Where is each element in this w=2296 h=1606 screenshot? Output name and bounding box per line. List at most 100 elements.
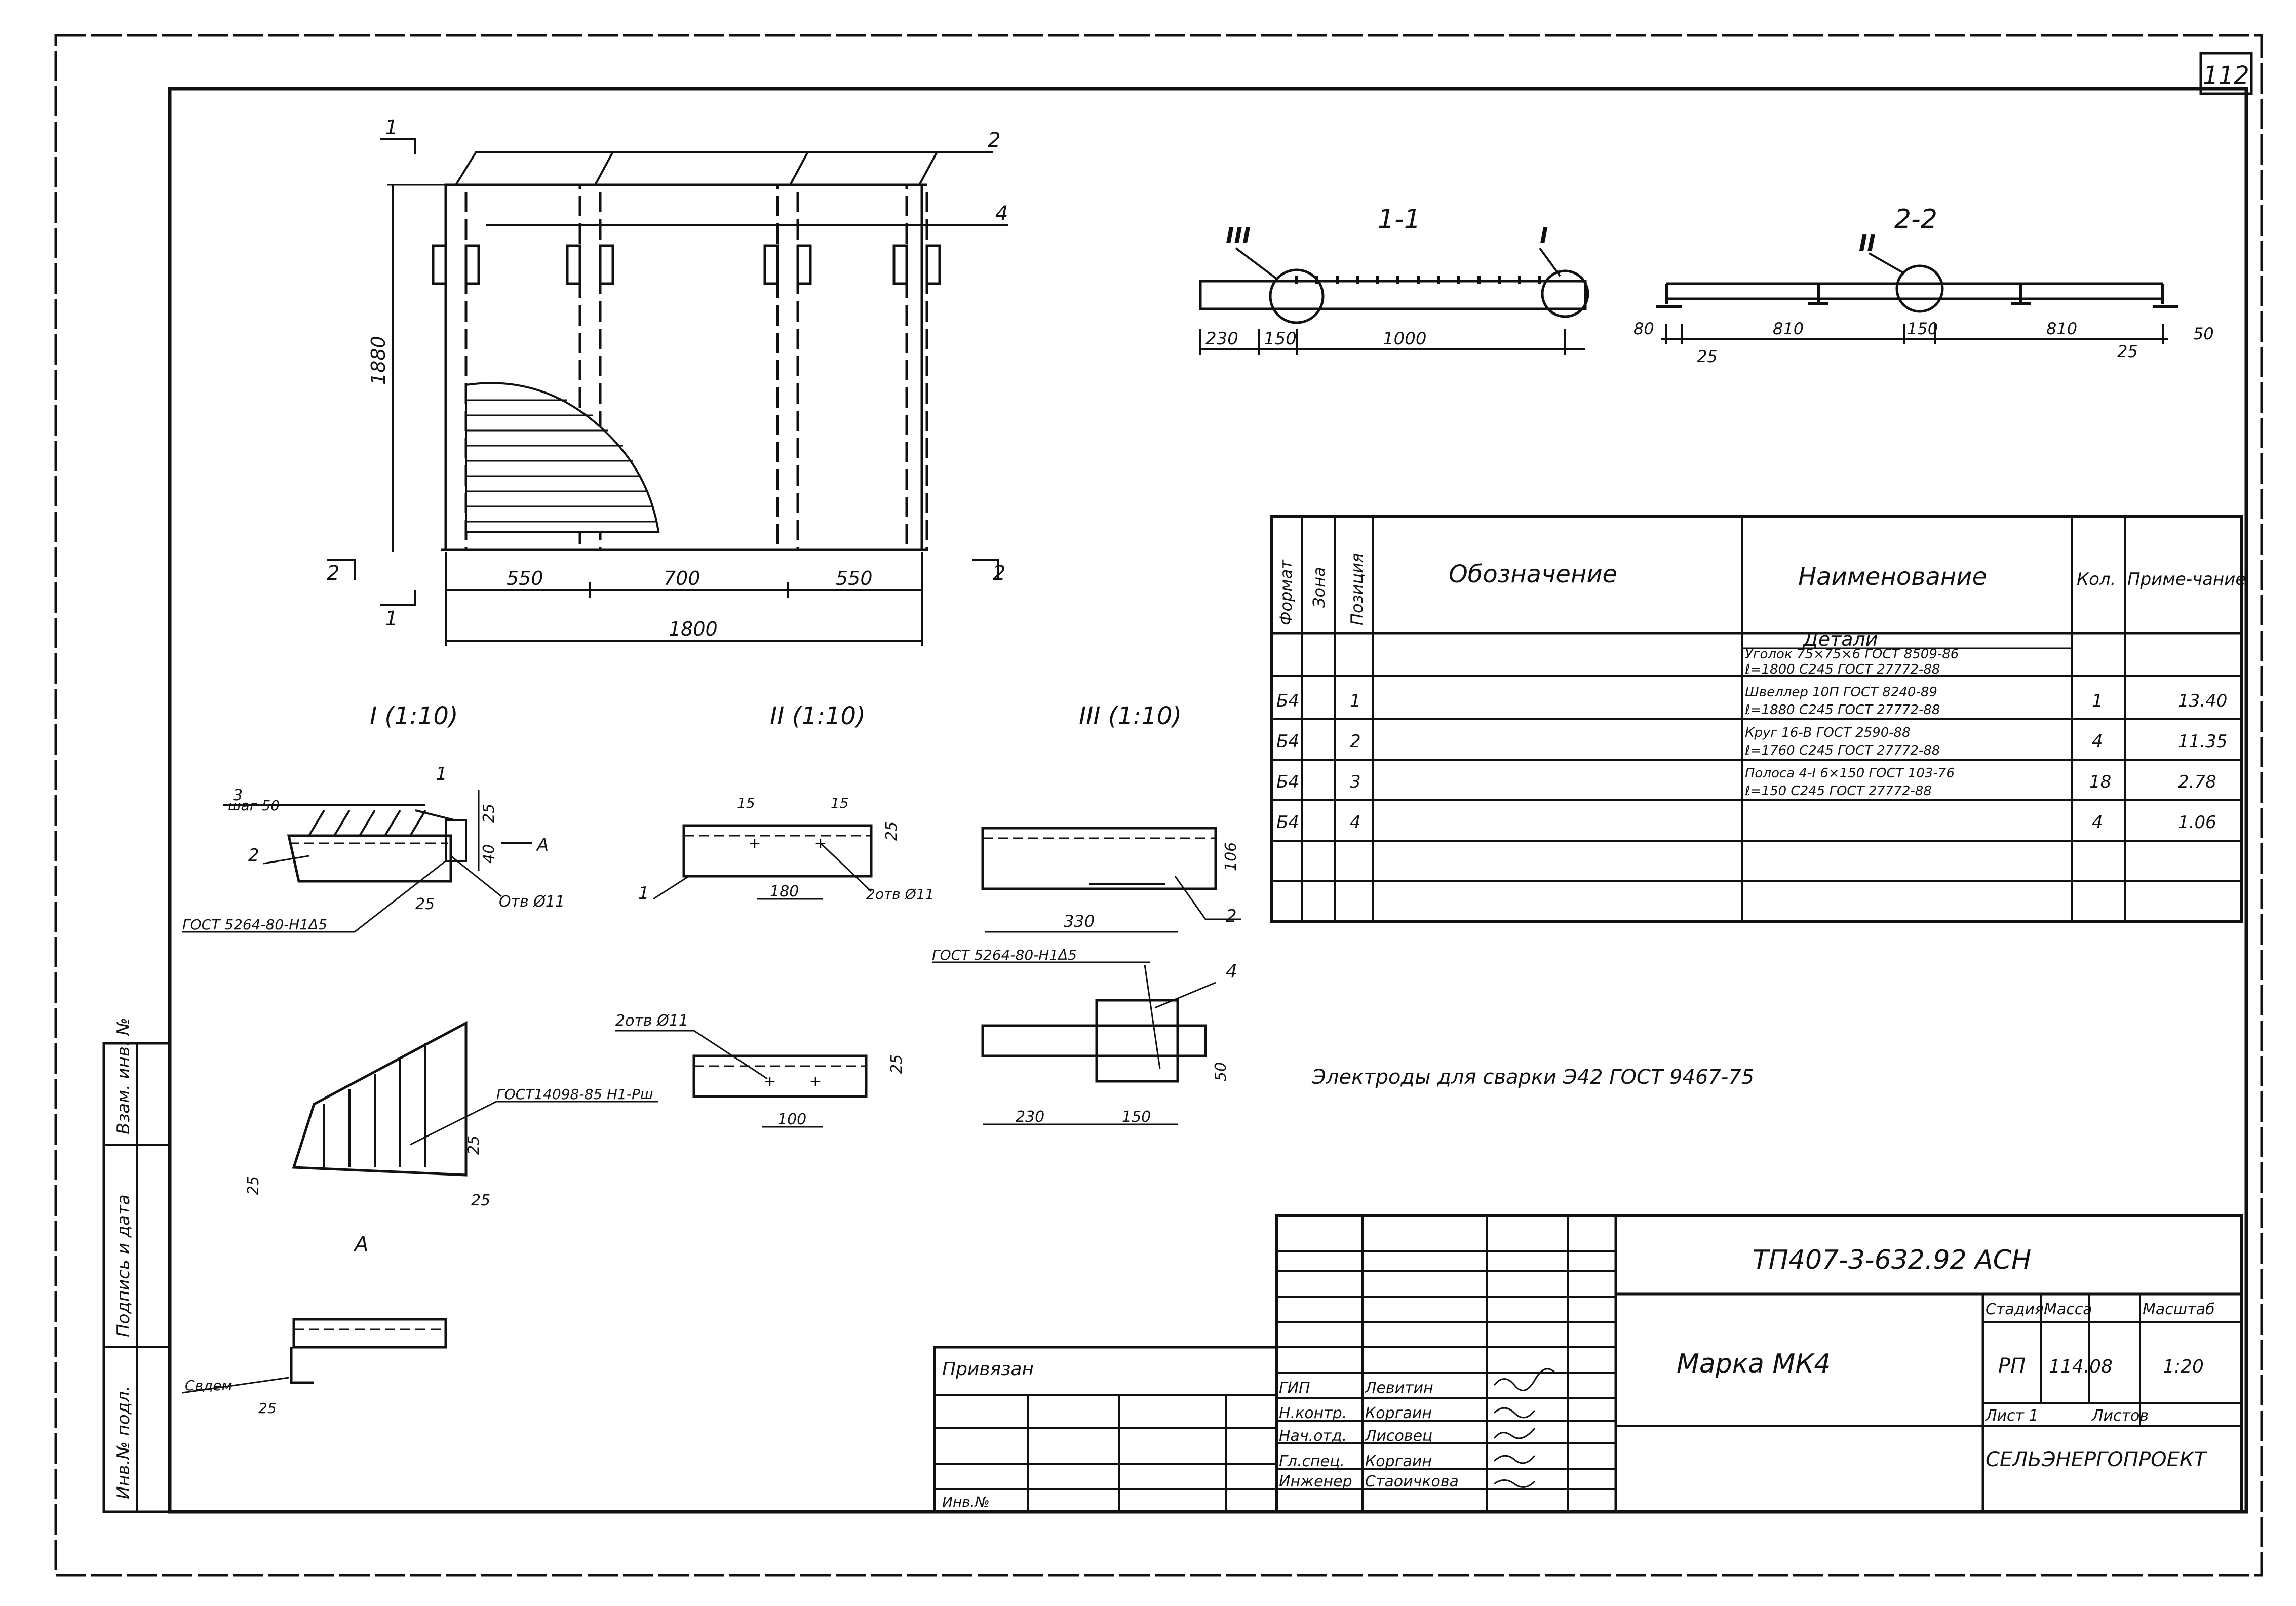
detail-I-weld: ГОСТ 5264-80-Н1Δ5 — [182, 916, 327, 933]
plate-view-dim-50: 50 — [1212, 1062, 1230, 1081]
svg-text:Полоса 4-I 6×150 ГОСТ 103-76: Полоса 4-I 6×150 ГОСТ 103-76 — [1745, 766, 1955, 781]
svg-text:Уголок 75×75×6 ГОСТ 8509-86: Уголок 75×75×6 ГОСТ 8509-86 — [1745, 647, 1959, 662]
view-A-weld: ГОСТ14098-85 Н1-Рш — [496, 1086, 653, 1103]
holes-view-label: 2отв Ø11 — [615, 1012, 688, 1030]
svg-text:2: 2 — [1350, 731, 1361, 752]
plate-view-pos-4: 4 — [1226, 961, 1237, 982]
svg-text:ℓ=1800 С245 ГОСТ 27772-88: ℓ=1800 С245 ГОСТ 27772-88 — [1744, 662, 1940, 677]
view-A-title: A — [353, 1233, 368, 1256]
plan-dim-550b: 550 — [836, 567, 873, 590]
detail-III-pos-2: 2 — [1226, 906, 1237, 926]
plan-cut-2-right: 2 — [993, 562, 1005, 585]
svg-text:Левитин: Левитин — [1365, 1379, 1433, 1397]
svg-text:2.78: 2.78 — [2178, 772, 2216, 792]
scale-value: 1:20 — [2163, 1356, 2204, 1377]
signature-row: Нач.отд. Лисовец — [1279, 1427, 1432, 1445]
plan-dim-total: 1800 — [669, 618, 718, 640]
signature-scribbles — [1493, 1368, 1556, 1488]
detail-II-dim-15a: 15 — [737, 795, 755, 811]
spec-row: Б4 2 Швеллер 10П ГОСТ 8240-89 ℓ=1880 С24… — [1276, 685, 2227, 752]
sheet-number: 112 — [2203, 61, 2249, 90]
holes-view-hole-1: + — [763, 1073, 776, 1090]
detail-I-pos-2: 2 — [248, 845, 259, 866]
plan-height-dim: 1880 — [367, 336, 390, 385]
svg-text:Стаоичкова: Стаоичкова — [1365, 1473, 1459, 1491]
svg-text:Коргаин: Коргаин — [1365, 1404, 1432, 1422]
svg-text:Лисовец: Лисовец — [1365, 1427, 1432, 1445]
support-dim-25: 25 — [258, 1400, 277, 1417]
svg-text:1: 1 — [2092, 691, 2103, 711]
detail-III-dim-330: 330 — [1064, 912, 1095, 931]
plan-dim-700: 700 — [664, 567, 701, 590]
view-A-dim-25c: 25 — [471, 1192, 490, 1209]
stamp-inv-label: Инв.№ подл. — [113, 1386, 134, 1499]
sheets-label: Листов — [2091, 1407, 2149, 1425]
linked-label: Привязан — [942, 1359, 1034, 1380]
svg-text:ГИП: ГИП — [1279, 1379, 1310, 1397]
plan-dim-550a: 550 — [507, 567, 543, 590]
spec-section-title: Детали — [1802, 628, 1878, 650]
spec-header-zone: Зона — [1309, 567, 1329, 608]
signature-row: Гл.спец. Коргаин — [1279, 1453, 1432, 1470]
s22-dim-810a: 810 — [1773, 319, 1804, 338]
view-A: ГОСТ14098-85 Н1-Рш 25 25 25 A — [245, 1021, 658, 1256]
detail-II-dim-15b: 15 — [831, 795, 849, 811]
sheet-label: Лист 1 — [1985, 1407, 2039, 1425]
svg-text:ℓ=1760 С245 ГОСТ 27772-88: ℓ=1760 С245 ГОСТ 27772-88 — [1744, 743, 1940, 758]
s22-dim-810b: 810 — [2046, 319, 2077, 338]
detail-III-dim-106: 106 — [1222, 842, 1240, 871]
svg-text:18: 18 — [2089, 772, 2111, 792]
detail-holes-view: + + 2отв Ø11 25 100 — [615, 1012, 906, 1128]
stamp-replace-label: Взам. инв. № — [113, 1017, 134, 1134]
s22-dim-80: 80 — [1633, 319, 1654, 338]
detail-III-title: III (1:10) — [1079, 702, 1182, 730]
detail-I: I (1:10) 1 3 шаг 50 2 25 40 A 25 Отв Ø11… — [182, 702, 565, 933]
svg-text:ℓ=1880 С245 ГОСТ 27772-88: ℓ=1880 С245 ГОСТ 27772-88 — [1744, 702, 1940, 718]
svg-text:Н.контр.: Н.контр. — [1279, 1404, 1347, 1422]
svg-text:Инженер: Инженер — [1279, 1473, 1352, 1491]
s11-dim-1000: 1000 — [1383, 329, 1427, 349]
detail-I-dim-25b: 25 — [415, 895, 435, 913]
spec-header-note: Приме-чание — [2127, 569, 2246, 590]
detail-I-view-A: A — [536, 835, 549, 855]
plate-view-dim-150: 150 — [1122, 1108, 1151, 1126]
spec-row: Б4 4 Полоса 4-I 6×150 ГОСТ 103-76 ℓ=150 … — [1276, 766, 2216, 833]
svg-text:Гл.спец.: Гл.спец. — [1279, 1453, 1345, 1470]
svg-text:Б4: Б4 — [1276, 731, 1299, 752]
s22-dim-25b: 25 — [2117, 342, 2138, 361]
detail-I-dim-25: 25 — [480, 804, 498, 823]
svg-text:13.40: 13.40 — [2178, 691, 2227, 711]
s22-dim-25a: 25 — [1697, 347, 1718, 366]
side-stamp: Инв.№ подл. Подпись и дата Взам. инв. № — [102, 1017, 171, 1513]
svg-text:Швеллер 10П ГОСТ 8240-89: Швеллер 10П ГОСТ 8240-89 — [1745, 685, 1937, 700]
detail-II: II (1:10) + + 15 15 25 180 1 2отв Ø11 — [638, 702, 934, 904]
holes-view-hole-2: + — [809, 1073, 822, 1090]
detail-II-title: II (1:10) — [770, 702, 866, 730]
scale-label: Масштаб — [2143, 1301, 2215, 1318]
signature-row: Инженер Стаоичкова — [1279, 1473, 1459, 1491]
spec-row: Б4 3 Круг 16-В ГОСТ 2590-88 ℓ=1760 С245 … — [1276, 725, 2216, 792]
holes-view-dim-25: 25 — [888, 1054, 906, 1074]
spec-header-designation: Обозначение — [1449, 560, 1617, 589]
section-2-2-title: 2-2 — [1894, 204, 1937, 234]
mass-value: 114.08 — [2049, 1356, 2113, 1377]
spec-header-name: Наименование — [1798, 563, 1987, 591]
plan-cut-2-left: 2 — [327, 562, 339, 585]
spec-header-position: Позиция — [1347, 553, 1367, 625]
svg-text:Коргаин: Коргаин — [1365, 1453, 1432, 1470]
signature-row: ГИП Левитин — [1279, 1379, 1433, 1397]
s11-dim-230: 230 — [1205, 329, 1238, 349]
svg-text:Круг 16-В ГОСТ 2590-88: Круг 16-В ГОСТ 2590-88 — [1745, 725, 1911, 740]
svg-text:3: 3 — [1350, 772, 1361, 792]
svg-text:Нач.отд.: Нач.отд. — [1279, 1427, 1347, 1445]
spec-row: Б4 1 Уголок 75×75×6 ГОСТ 8509-86 ℓ=1800 … — [1276, 647, 2227, 711]
marker-III: III — [1226, 223, 1251, 249]
s22-dim-50: 50 — [2193, 324, 2214, 343]
detail-I-pos-1: 1 — [436, 764, 447, 785]
plate-view-dim-230: 230 — [1016, 1108, 1044, 1126]
section-1-1: 1-1 III I 230 150 1000 — [1199, 204, 1589, 355]
s22-dim-150: 150 — [1907, 319, 1938, 338]
detail-I-hole: Отв Ø11 — [499, 893, 565, 911]
svg-text:1: 1 — [1350, 691, 1361, 711]
